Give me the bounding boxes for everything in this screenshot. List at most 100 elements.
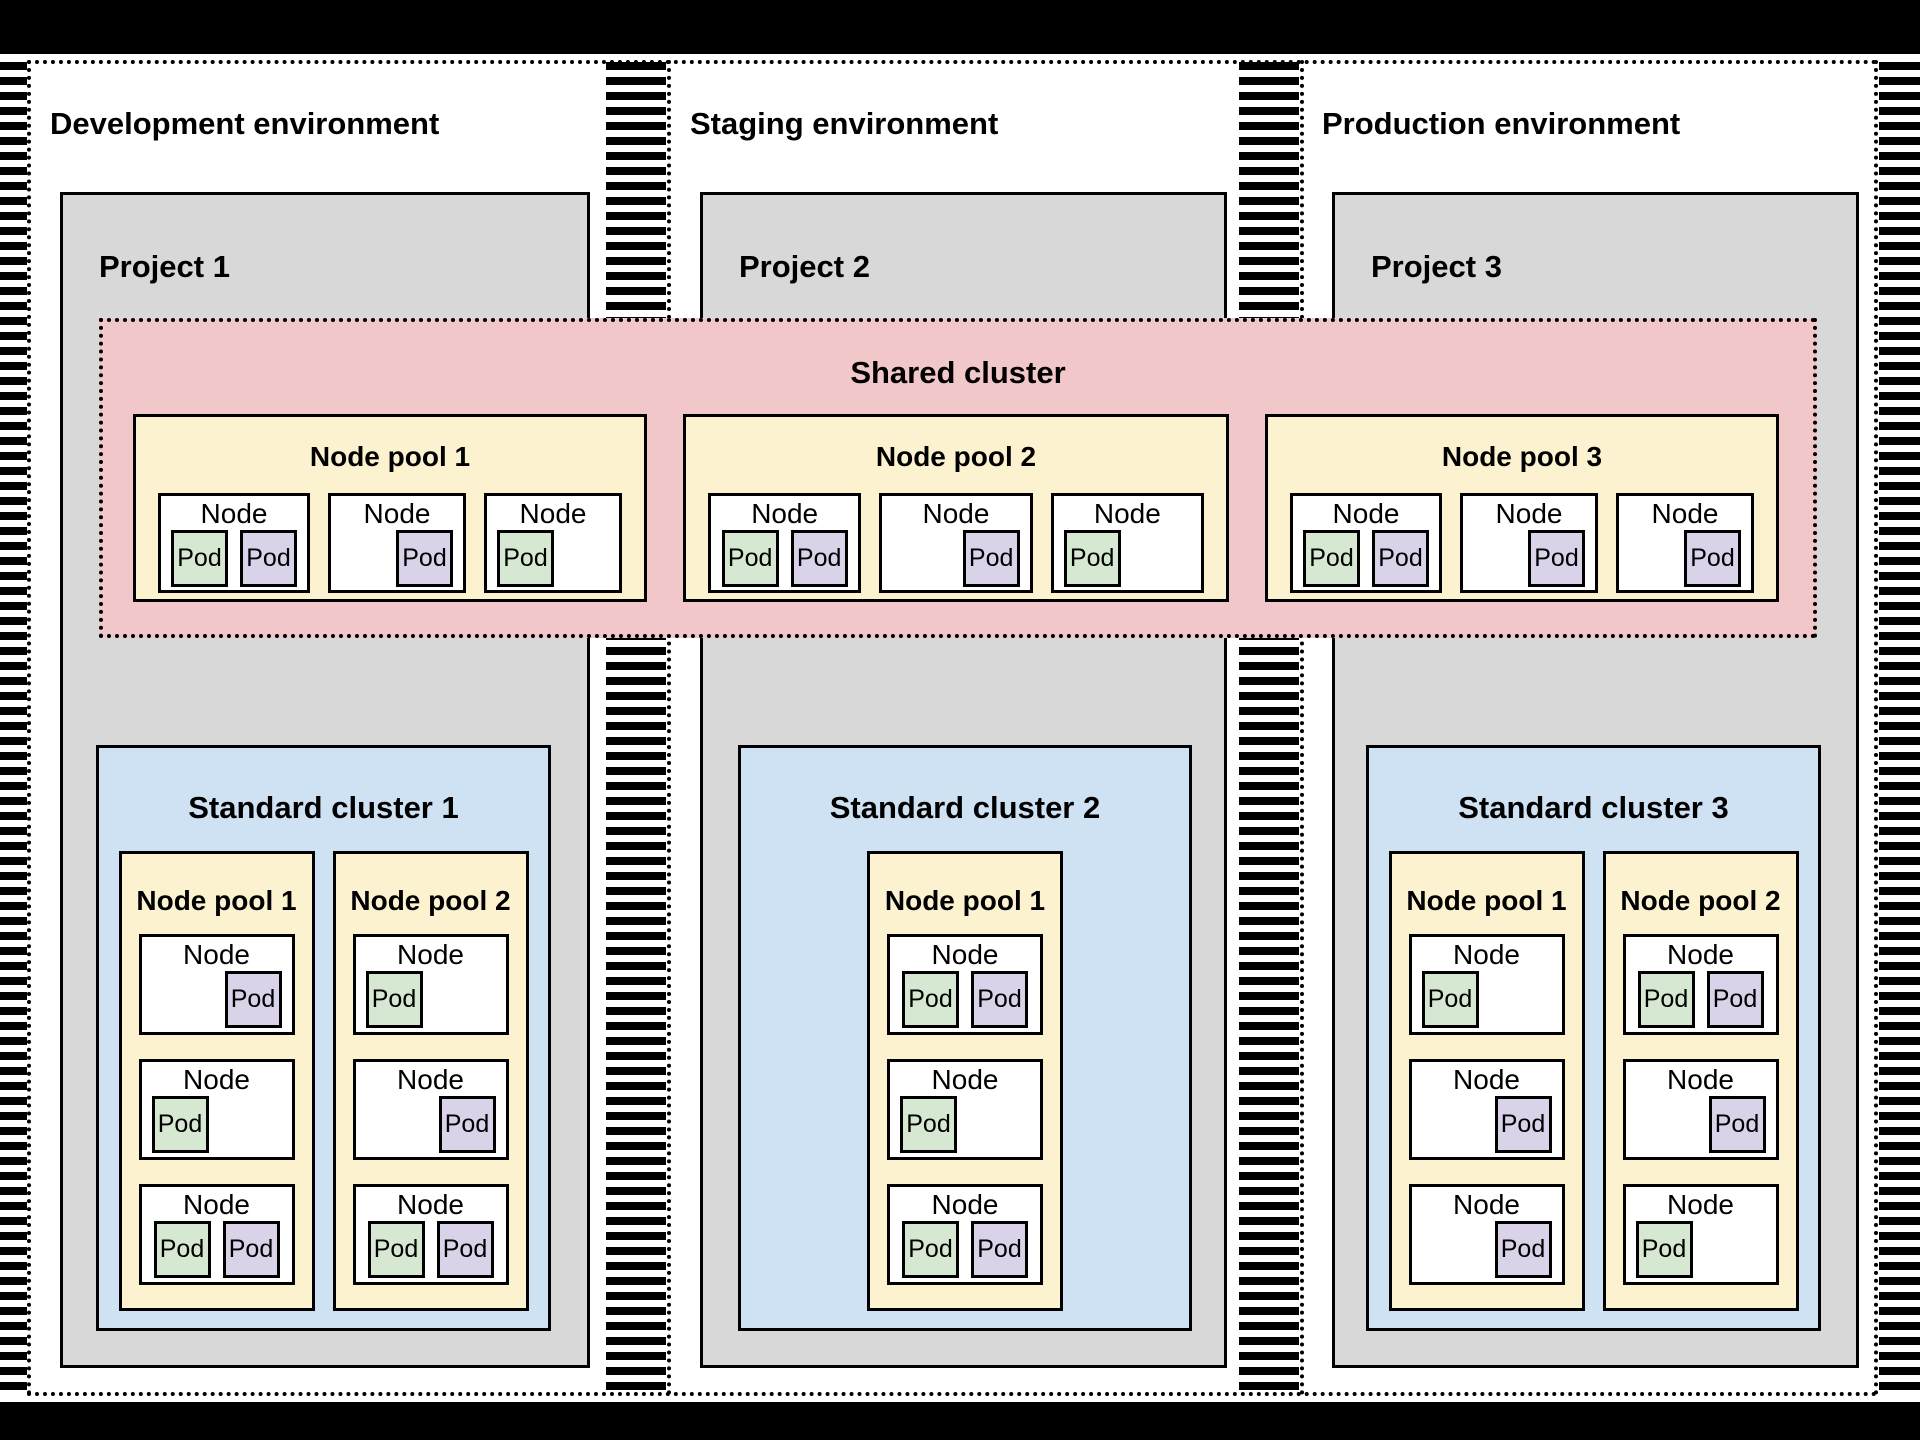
node-label: Node	[931, 1064, 999, 1095]
pod-row: Pod	[882, 530, 1029, 587]
environment-divider-production	[1300, 60, 1304, 1396]
node-label: Node	[200, 498, 268, 529]
pod-row: Pod	[1463, 530, 1595, 587]
hatch-band-left	[0, 62, 27, 1394]
pod-purple: Pod	[224, 971, 282, 1028]
pod-row: Pod	[1626, 1221, 1776, 1278]
pod-purple: Pod	[790, 530, 848, 587]
node-label: Node	[183, 939, 250, 970]
pod-purple: Pod	[1708, 1096, 1766, 1153]
pod-row: Pod	[142, 971, 292, 1028]
pod-green: Pod	[497, 530, 554, 587]
pod-green: Pod	[151, 1096, 209, 1153]
node-label: Node	[519, 498, 587, 529]
pod-purple: Pod	[396, 530, 453, 587]
pod-green: Pod	[153, 1221, 211, 1278]
top-black-bar	[0, 0, 1920, 54]
node-label: Node	[1332, 498, 1400, 529]
hatch-band-right	[1879, 62, 1920, 1394]
pod-row: Pod	[1412, 971, 1562, 1028]
pod-row: Pod	[1412, 1096, 1562, 1153]
bottom-black-bar	[0, 1402, 1920, 1440]
pod-purple: Pod	[1706, 971, 1764, 1028]
node-label: Node	[397, 1064, 464, 1095]
environment-title-staging: Staging environment	[690, 106, 999, 141]
node-label: Node	[1453, 1064, 1520, 1095]
node-label: Node	[1453, 1189, 1520, 1220]
pod-green: Pod	[1421, 971, 1479, 1028]
standard-cluster-title: Standard cluster 3	[1458, 790, 1729, 825]
standard-cluster-title: Standard cluster 2	[829, 790, 1101, 825]
node-label: Node	[1667, 1064, 1734, 1095]
pod-row: Pod	[1412, 1221, 1562, 1278]
standard-cluster-title: Standard cluster 1	[188, 790, 459, 825]
project-title: Project 1	[99, 249, 230, 284]
node-label: Node	[931, 1189, 999, 1220]
pod-row: Pod	[142, 1096, 292, 1153]
pod-green: Pod	[721, 530, 779, 587]
node-label: Node	[183, 1064, 250, 1095]
node-label: Node	[1651, 498, 1719, 529]
pod-row: Pod	[356, 1096, 506, 1153]
pod-purple: Pod	[1372, 530, 1429, 587]
node-label: Node	[183, 1189, 250, 1220]
pod-purple: Pod	[436, 1221, 494, 1278]
pod-row: Pod	[1626, 1096, 1776, 1153]
pod-row: Pod	[356, 971, 506, 1028]
pod-green: Pod	[171, 530, 228, 587]
pod-green: Pod	[1063, 530, 1121, 587]
node-label: Node	[922, 498, 990, 529]
pod-green: Pod	[365, 971, 423, 1028]
hatch-band-staging-prod	[1239, 62, 1299, 1394]
node-label: Node	[931, 939, 999, 970]
pod-purple: Pod	[971, 971, 1028, 1028]
pod-purple: Pod	[1684, 530, 1741, 587]
node-pool-title: Node pool 2	[350, 885, 511, 916]
pod-green: Pod	[900, 1096, 957, 1153]
node-label: Node	[1667, 1189, 1734, 1220]
pod-purple: Pod	[1494, 1096, 1552, 1153]
pod-purple: Pod	[962, 530, 1020, 587]
node-label: Node	[1093, 498, 1161, 529]
node-label: Node	[1495, 498, 1563, 529]
hatch-band-dev-staging	[606, 62, 666, 1394]
project-title: Project 2	[739, 249, 870, 284]
pod-row: Pod	[331, 530, 463, 587]
pod-green: Pod	[1635, 1221, 1693, 1278]
